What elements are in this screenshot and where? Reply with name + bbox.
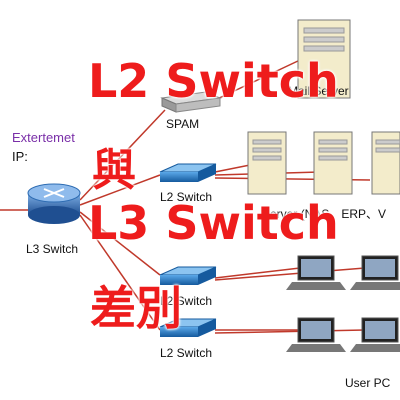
- title-line-3: L3 Switch: [88, 196, 339, 250]
- switch-icon: [159, 318, 217, 337]
- server-icon: [313, 131, 353, 195]
- link-l3-spam: [79, 109, 166, 201]
- server-icon: [247, 131, 287, 195]
- l2-switch-label: L2 Switch: [160, 190, 213, 204]
- mail-server-label: Mail Server: [288, 84, 349, 98]
- link-l2b-pc1: [214, 267, 301, 279]
- title-line-4: 差別: [90, 281, 182, 335]
- switch-icon: [159, 266, 217, 285]
- user-pc-label: User PC: [345, 376, 391, 390]
- server-label: Server (NAS、ERP、V: [262, 207, 387, 221]
- link-l2b-pc2: [214, 267, 366, 281]
- l3-switch-label: L3 Switch: [26, 242, 79, 256]
- switch-icon: [159, 163, 217, 182]
- laptop-icon: [286, 317, 346, 352]
- server-icon: [297, 19, 351, 99]
- spam-appliance-icon: [160, 91, 222, 113]
- server-icon: [371, 131, 400, 195]
- l2-switch-label: L2 Switch: [160, 294, 213, 308]
- link-l3-l2a: [79, 174, 161, 206]
- link-spam-mail: [214, 59, 301, 101]
- ip-label: IP:: [12, 149, 28, 164]
- links: [0, 59, 371, 334]
- external-label: Extertemet: [12, 130, 75, 145]
- l2-switch-label: L2 Switch: [160, 346, 213, 360]
- link-l3-l2b: [79, 211, 161, 276]
- laptop-icon: [350, 317, 400, 352]
- laptop-icon: [350, 255, 400, 290]
- link-l2a-server1: [214, 164, 251, 173]
- link-l2c-pc4: [214, 329, 366, 334]
- link-l3-l2c: [79, 214, 161, 331]
- title-line-1: L2 Switch: [88, 54, 339, 108]
- router-icon: [27, 183, 81, 224]
- laptop-icon: [286, 255, 346, 290]
- title-line-2: 與: [92, 145, 136, 196]
- spam-label: SPAM: [166, 117, 200, 131]
